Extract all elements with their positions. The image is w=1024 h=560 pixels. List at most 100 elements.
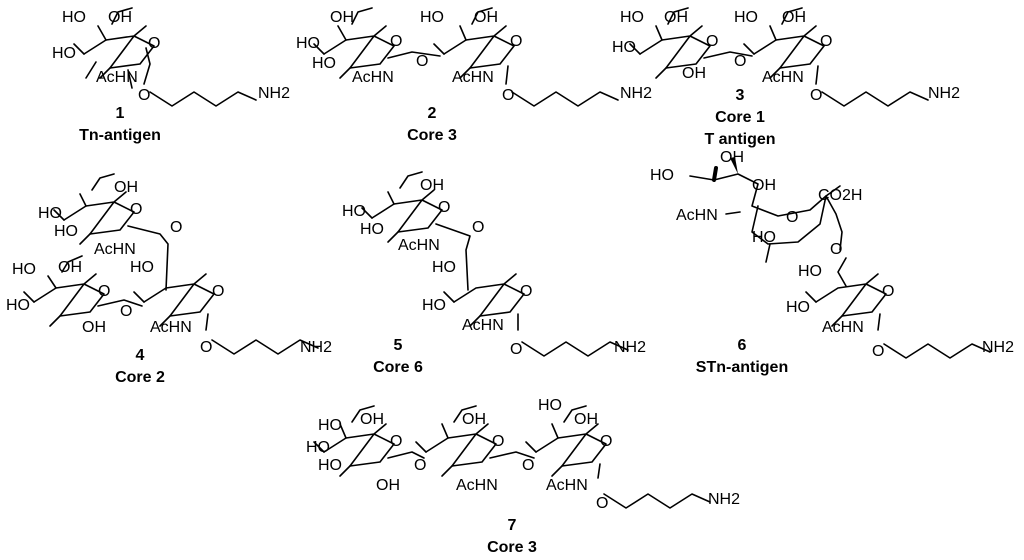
compound-4-structure: OH HO HO O AcHN O HO HO OH HO O OH O O A… bbox=[6, 173, 332, 356]
atom-label: NH2 bbox=[620, 85, 652, 102]
atom-label: NH2 bbox=[258, 85, 290, 102]
atom-label: O bbox=[522, 457, 534, 474]
atom-label: O bbox=[148, 35, 160, 52]
compound-name: Tn-antigen bbox=[79, 127, 161, 144]
atom-label: OH bbox=[114, 179, 138, 196]
atom-label: O bbox=[510, 33, 522, 50]
atom-label: HO bbox=[12, 261, 36, 278]
atom-label: CO2H bbox=[818, 187, 862, 204]
atom-label: OH bbox=[330, 9, 354, 26]
atom-label: HO bbox=[798, 263, 822, 280]
atom-label: AcHN bbox=[94, 241, 136, 258]
atom-label: AcHN bbox=[96, 69, 138, 86]
atom-label: HO bbox=[296, 35, 320, 52]
atom-label: OH bbox=[664, 9, 688, 26]
atom-label: NH2 bbox=[708, 491, 740, 508]
atom-label: OH bbox=[108, 9, 132, 26]
atom-label: NH2 bbox=[300, 339, 332, 356]
compound-number: 2 bbox=[428, 105, 437, 122]
atom-label: O bbox=[414, 457, 426, 474]
atom-label: O bbox=[472, 219, 484, 236]
compound-number: 1 bbox=[116, 105, 125, 122]
compound-name: STn-antigen bbox=[696, 359, 788, 376]
atom-label: OH bbox=[574, 411, 598, 428]
compound-name: Core 1 bbox=[715, 109, 765, 126]
compound-5-structure: OH HO HO O AcHN O HO HO O AcHN O NH2 bbox=[342, 171, 646, 358]
compound-name: Core 2 bbox=[115, 369, 165, 386]
atom-label: AcHN bbox=[462, 317, 504, 334]
atom-label: OH bbox=[752, 177, 776, 194]
atom-label: OH bbox=[360, 411, 384, 428]
atom-label: HO bbox=[52, 45, 76, 62]
compound-number: 5 bbox=[394, 337, 403, 354]
atom-label: HO bbox=[306, 439, 330, 456]
compound-6-structure: HO OH OH CO2H AcHN O HO O HO HO O AcHN O… bbox=[650, 149, 1014, 360]
atom-label: O bbox=[502, 87, 514, 104]
atom-label: HO bbox=[538, 397, 562, 414]
compound-name: Core 6 bbox=[373, 359, 423, 376]
atom-label: HO bbox=[62, 9, 86, 26]
atom-label: O bbox=[390, 433, 402, 450]
atom-label: O bbox=[492, 433, 504, 450]
atom-label: HO bbox=[422, 297, 446, 314]
atom-label: HO bbox=[420, 9, 444, 26]
atom-label: HO bbox=[312, 55, 336, 72]
atom-label: O bbox=[510, 341, 522, 358]
atom-label: HO bbox=[318, 417, 342, 434]
atom-label: AcHN bbox=[456, 477, 498, 494]
atom-label: O bbox=[872, 343, 884, 360]
atom-label: HO bbox=[130, 259, 154, 276]
atom-label: HO bbox=[432, 259, 456, 276]
atom-label: AcHN bbox=[398, 237, 440, 254]
atom-label: OH bbox=[462, 411, 486, 428]
atom-label: O bbox=[212, 283, 224, 300]
compound-name: Core 3 bbox=[487, 539, 537, 556]
atom-label: HO bbox=[6, 297, 30, 314]
atom-label: O bbox=[416, 53, 428, 70]
atom-label: AcHN bbox=[822, 319, 864, 336]
atom-label: O bbox=[438, 199, 450, 216]
atom-label: O bbox=[390, 33, 402, 50]
atom-label: O bbox=[596, 495, 608, 512]
atom-label: HO bbox=[650, 167, 674, 184]
atom-label: HO bbox=[318, 457, 342, 474]
atom-label: OH bbox=[720, 149, 744, 166]
atom-label: HO bbox=[54, 223, 78, 240]
atom-label: NH2 bbox=[982, 339, 1014, 356]
atom-label: HO bbox=[620, 9, 644, 26]
atom-label: O bbox=[98, 283, 110, 300]
atom-label: O bbox=[200, 339, 212, 356]
atom-label: OH bbox=[420, 177, 444, 194]
compound-3-structure: HO OH HO O OH O HO OH O AcHN O NH2 bbox=[612, 7, 960, 107]
atom-label: O bbox=[734, 53, 746, 70]
compound-number: 6 bbox=[738, 337, 747, 354]
atom-label: O bbox=[520, 283, 532, 300]
atom-label: AcHN bbox=[452, 69, 494, 86]
atom-label: OH bbox=[82, 319, 106, 336]
atom-label: O bbox=[600, 433, 612, 450]
atom-label: HO bbox=[612, 39, 636, 56]
compound-number: 4 bbox=[136, 347, 145, 364]
compound-number: 3 bbox=[736, 87, 745, 104]
atom-label: O bbox=[882, 283, 894, 300]
atom-label: HO bbox=[38, 205, 62, 222]
atom-label: AcHN bbox=[676, 207, 718, 224]
atom-label: O bbox=[810, 87, 822, 104]
compound-name: Core 3 bbox=[407, 127, 457, 144]
atom-label: O bbox=[830, 241, 842, 258]
atom-label: HO bbox=[360, 221, 384, 238]
compound-7-structure: HO OH HO HO O OH O OH O AcHN O HO OH O A… bbox=[306, 397, 740, 512]
compound-name-secondary: T antigen bbox=[704, 131, 775, 148]
atom-label: AcHN bbox=[762, 69, 804, 86]
atom-label: O bbox=[706, 33, 718, 50]
atom-label: NH2 bbox=[928, 85, 960, 102]
atom-label: HO bbox=[786, 299, 810, 316]
atom-label: O bbox=[170, 219, 182, 236]
atom-label: HO bbox=[342, 203, 366, 220]
atom-label: HO bbox=[734, 9, 758, 26]
compound-2-structure: OH HO HO O AcHN O HO OH O AcHN O NH2 bbox=[296, 7, 652, 107]
compound-number: 7 bbox=[508, 517, 517, 534]
atom-label: AcHN bbox=[546, 477, 588, 494]
atom-label: NH2 bbox=[614, 339, 646, 356]
